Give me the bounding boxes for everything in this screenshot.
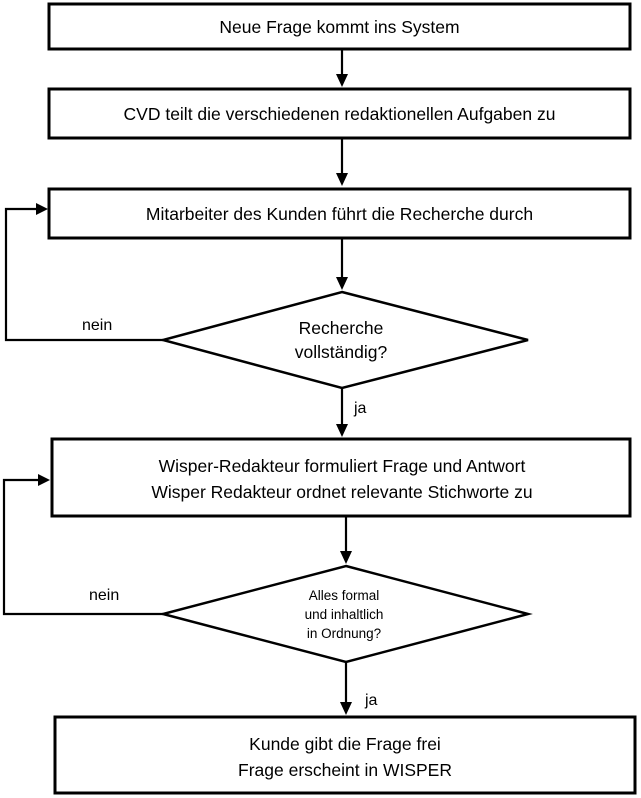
step-new-question-box xyxy=(47,2,632,51)
decision-research-complete-line1: Recherche xyxy=(299,318,384,338)
step-editor-formulates-line2: Wisper Redakteur ordnet relevante Stichw… xyxy=(151,482,532,502)
step-new-question-text: Neue Frage kommt ins System xyxy=(219,17,459,37)
step-research-box xyxy=(47,187,632,240)
label-no-1: nein xyxy=(82,317,112,334)
label-no-2: nein xyxy=(89,587,119,604)
step-customer-releases-box xyxy=(53,715,637,795)
decision-formal-ok-line3: in Ordnung? xyxy=(307,626,381,641)
step-research-text: Mitarbeiter des Kunden führt die Recherc… xyxy=(146,204,533,224)
arrowhead xyxy=(36,203,48,215)
step-editor-formulates-line1: Wisper-Redakteur formuliert Frage und An… xyxy=(159,456,526,476)
arrowhead xyxy=(38,474,50,486)
decision-research-complete-diamond xyxy=(158,290,529,390)
loop-back-connector xyxy=(2,478,163,616)
step-customer-releases-line2: Frage erscheint in WISPER xyxy=(238,760,452,780)
arrowhead xyxy=(336,173,348,186)
step-customer-releases-line1: Kunde gibt die Frage frei xyxy=(249,734,441,754)
label-yes-2: ja xyxy=(364,692,378,709)
step-editor-formulates-box xyxy=(50,437,632,518)
label-yes-1: ja xyxy=(353,400,367,417)
step-cvd-assigns-text: CVD teilt die verschiedenen redaktionell… xyxy=(124,104,556,124)
decision-formal-ok-line1: Alles formal xyxy=(309,588,380,603)
loop-back-connector xyxy=(4,207,163,342)
decision-research-complete-line2: vollständig? xyxy=(295,342,388,362)
arrowhead xyxy=(340,551,352,564)
arrowhead xyxy=(336,424,348,437)
decision-formal-ok-line2: und inhaltlich xyxy=(305,607,384,622)
arrowhead xyxy=(336,277,348,290)
step-cvd-assigns-box xyxy=(47,87,632,140)
arrowhead xyxy=(340,702,352,715)
arrowhead xyxy=(336,74,348,87)
